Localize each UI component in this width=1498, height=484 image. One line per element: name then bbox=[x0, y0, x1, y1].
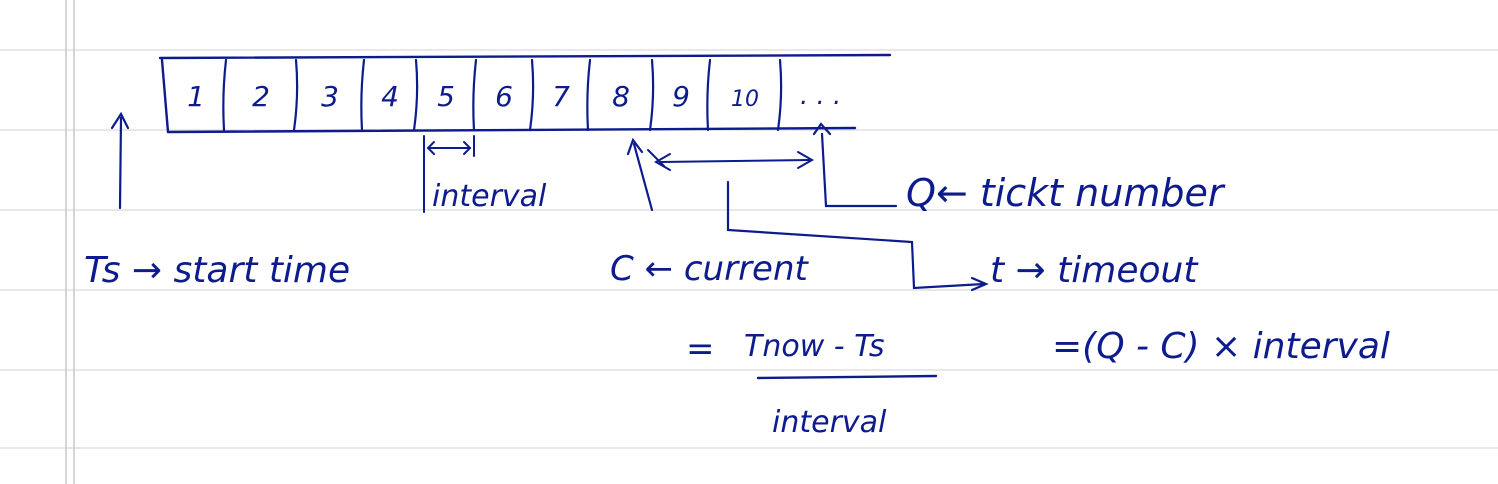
ticket-label: Q← tickt number bbox=[906, 171, 1226, 215]
cell-number: 3 bbox=[321, 80, 339, 113]
cell-divider bbox=[528, 58, 535, 132]
queue-ellipsis: . . . bbox=[800, 81, 841, 111]
cell-divider bbox=[586, 58, 592, 132]
cell-number: 10 bbox=[731, 87, 759, 112]
ticket-connector bbox=[812, 122, 898, 208]
cell-divider bbox=[648, 58, 655, 132]
cell-divider bbox=[472, 58, 478, 132]
ruled-lines bbox=[0, 49, 1498, 449]
timeout-formula: =(Q - C) × interval bbox=[1052, 326, 1390, 367]
current-label: C ← current bbox=[610, 249, 810, 289]
cell-number: 7 bbox=[552, 80, 570, 113]
cell-divider bbox=[706, 58, 712, 132]
cell-number: 8 bbox=[612, 80, 630, 113]
cell-divider bbox=[776, 58, 783, 132]
current-arrow bbox=[626, 137, 654, 212]
cell-divider bbox=[360, 58, 366, 132]
cell-divider bbox=[412, 58, 419, 132]
queue-left-edge bbox=[160, 58, 170, 134]
interval-label: interval bbox=[432, 179, 547, 214]
queue-top-edge bbox=[158, 53, 892, 60]
interval-bracket bbox=[423, 135, 475, 213]
timeout-label: t → timeout bbox=[990, 250, 1199, 291]
queue-bottom-edge bbox=[166, 126, 857, 134]
start-time-label: Ts → start time bbox=[84, 250, 350, 291]
fraction-bar bbox=[756, 374, 938, 380]
current-denominator: interval bbox=[772, 405, 887, 440]
cell-dividers bbox=[222, 58, 783, 132]
current-equals: = bbox=[686, 329, 715, 369]
cell-number: 6 bbox=[495, 80, 513, 113]
cell-divider bbox=[222, 58, 228, 132]
queue-strip bbox=[158, 53, 892, 134]
cell-number: 4 bbox=[381, 80, 399, 113]
cell-number: 2 bbox=[252, 80, 270, 113]
cell-number: 9 bbox=[672, 80, 690, 113]
current-numerator: Tnow - Ts bbox=[744, 329, 885, 364]
timeout-connector bbox=[726, 180, 989, 292]
cell-divider bbox=[292, 58, 299, 132]
span-arrow bbox=[647, 149, 815, 171]
cell-labels: 1 2 3 4 5 6 7 8 9 10 bbox=[187, 80, 759, 113]
start-time-arrow bbox=[110, 111, 130, 210]
cell-number: 5 bbox=[437, 80, 455, 113]
cell-number: 1 bbox=[187, 80, 205, 113]
